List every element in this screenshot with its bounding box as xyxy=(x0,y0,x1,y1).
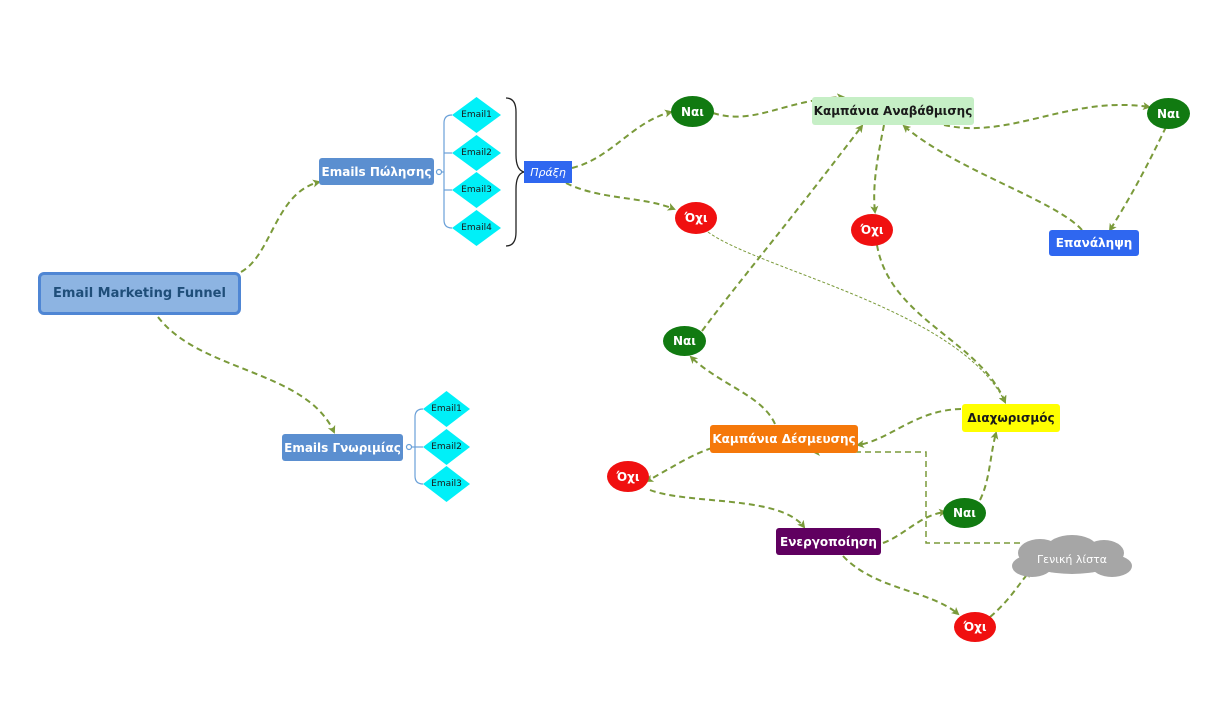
connector-root-intro xyxy=(157,316,336,434)
intro-email-2[interactable]: Email2 xyxy=(423,429,470,465)
connector-yes2-repeat xyxy=(1108,126,1167,232)
intro-branch xyxy=(405,408,424,485)
upgrade-campaign-node[interactable]: Καμπάνια Αναβάθμισης xyxy=(812,97,974,125)
sales-email-3[interactable]: Email3 xyxy=(452,172,501,208)
connector-praxi-no xyxy=(565,182,676,211)
connector-upgrade-yes2 xyxy=(943,102,1151,130)
general-list-cloud[interactable]: Γενική λίστα xyxy=(1037,552,1107,566)
cloud-shape xyxy=(1012,535,1132,577)
connector-segment-commit xyxy=(856,408,962,449)
repeat-node[interactable]: Επανάληψη xyxy=(1049,230,1139,256)
segmentation-node[interactable]: Διαχωρισμός xyxy=(962,404,1060,432)
intro-email-1[interactable]: Email1 xyxy=(423,391,470,427)
sales-branch xyxy=(435,114,453,229)
curly-brace xyxy=(505,97,525,247)
yes-oval-4[interactable]: Ναι xyxy=(943,498,986,528)
sales-email-2[interactable]: Email2 xyxy=(452,135,501,171)
sales-email-1[interactable]: Email1 xyxy=(452,97,501,133)
connectors xyxy=(157,93,1167,618)
yes-oval-2[interactable]: Ναι xyxy=(1147,98,1190,129)
yes-oval-3[interactable]: Ναι xyxy=(663,326,706,356)
sales-email-4[interactable]: Email4 xyxy=(452,210,501,246)
sales-emails-node[interactable]: Emails Πώλησης xyxy=(319,158,434,185)
no-oval-1[interactable]: Όχι xyxy=(675,202,717,234)
no-oval-4[interactable]: Όχι xyxy=(954,612,996,642)
connector-commit-no3 xyxy=(645,447,713,482)
connector-activate-no4 xyxy=(842,555,960,616)
connector-cloud-commit xyxy=(812,448,1020,544)
activation-node[interactable]: Ενεργοποίηση xyxy=(776,528,881,555)
connector-commit-yes3 xyxy=(689,355,776,425)
connector-no4-cloud xyxy=(989,569,1032,618)
connector-upgrade-no2 xyxy=(870,124,885,214)
connector-root-sales xyxy=(240,179,321,273)
connector-yes3-upgrade xyxy=(701,124,864,332)
connector-repeat-upgrade xyxy=(902,124,1083,231)
no-oval-3[interactable]: Όχι xyxy=(607,461,649,492)
connector-yes4-segment xyxy=(979,431,999,501)
yes-oval-1[interactable]: Ναι xyxy=(671,96,714,127)
commitment-campaign-node[interactable]: Καμπάνια Δέσμευσης xyxy=(710,425,858,453)
connector-activate-yes4 xyxy=(882,508,947,544)
intro-emails-node[interactable]: Emails Γνωριμίας xyxy=(282,434,403,461)
connector-praxi-yes xyxy=(571,109,673,169)
connector-no1-segment xyxy=(707,231,1006,404)
root-node[interactable]: Email Marketing Funnel xyxy=(38,272,241,315)
praxi-node[interactable]: Πράξη xyxy=(524,161,572,183)
no-oval-2[interactable]: Όχι xyxy=(851,214,893,246)
intro-email-3[interactable]: Email3 xyxy=(423,466,470,502)
connector-no3-activate xyxy=(649,489,806,529)
connector-no2-segment xyxy=(876,244,1007,404)
